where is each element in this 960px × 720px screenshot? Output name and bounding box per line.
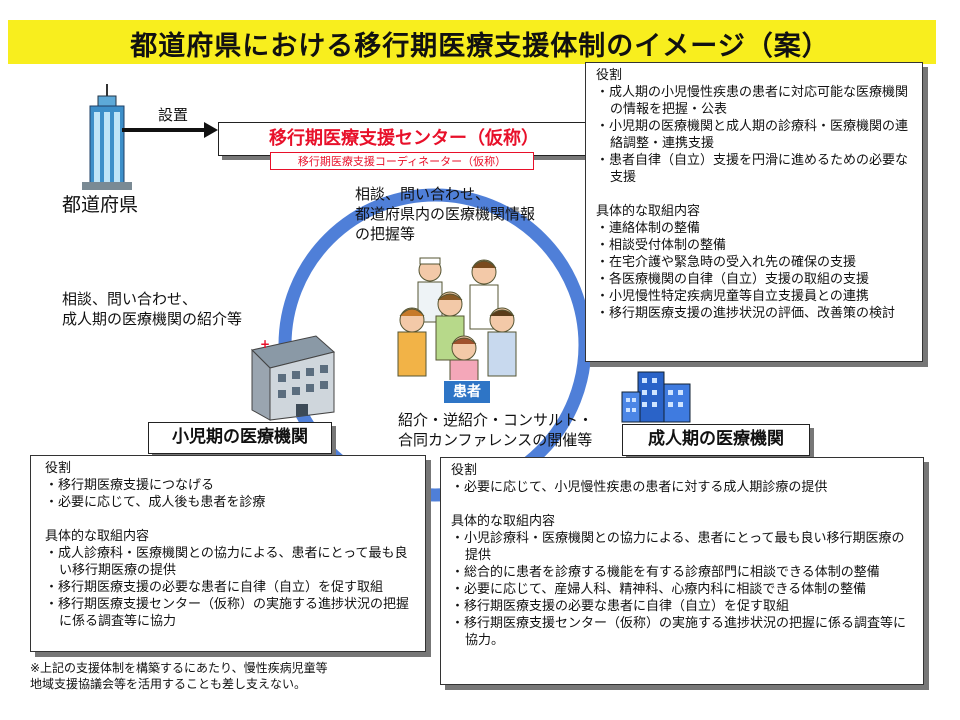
pediatric-action-item: ・成人診療科・医療機関との協力による、患者にとって最も良い移行期医療の提供 — [45, 546, 408, 578]
setup-arrow-icon — [122, 122, 218, 138]
center-action-item: ・相談受付体制の整備 — [596, 238, 727, 253]
pediatric-roles-box: 役割 ・移行期医療支援につなげる ・必要に応じて、成人後も患者を診療 具体的な取… — [30, 455, 426, 652]
flow-top-text: 相談、問い合わせ、 都道府県内の医療機関情報 の把握等 — [355, 184, 535, 244]
setup-label: 設置 — [158, 106, 189, 124]
center-role-heading: 役割 — [596, 68, 623, 83]
adult-action-item: ・必要に応じて、産婦人科、精神科、心療内科に相談できる体制の整備 — [451, 582, 867, 597]
center-action-item: ・小児慢性特定疾病児童等自立支援員との連携 — [596, 289, 869, 304]
footnote-line: 地域支援協議会等を活用することも差し支えない。 — [30, 677, 307, 691]
flow-top-line: の把握等 — [355, 225, 416, 243]
flow-top-line: 相談、問い合わせ、 — [355, 185, 491, 203]
adult-action-item: ・小児診療科・医療機関との協力による、患者にとって最も良い移行期医療の提供 — [451, 531, 905, 563]
footnote-line: ※上記の支援体制を構築するにあたり、慢性疾病児童等 — [30, 661, 328, 675]
flow-left-line: 成人期の医療機関の紹介等 — [62, 310, 243, 328]
pediatric-role-item: ・必要に応じて、成人後も患者を診療 — [45, 495, 266, 510]
hospital-complex-icon — [621, 371, 691, 423]
pediatric-action-item: ・移行期医療支援センター（仮称）の実施する進捗状況の把握に係る調査等に協力 — [45, 597, 410, 629]
pediatric-role-item: ・移行期医療支援につなげる — [45, 478, 215, 493]
center-action-item: ・移行期医療支援の進捗状況の評価、改善策の検討 — [596, 306, 896, 321]
support-center-box: 移行期医療支援センター（仮称） — [218, 122, 590, 156]
pediatric-role-heading: 役割 — [45, 461, 72, 476]
adult-label: 成人期の医療機関 — [648, 429, 784, 449]
pediatric-label: 小児期の医療機関 — [172, 427, 308, 447]
center-roles-box: 役割 ・成人期の小児慢性疾患の患者に対応可能な医療機関の情報を把握・公表 ・小児… — [585, 62, 923, 362]
adult-action-item: ・総合的に患者を診療する機能を有する診療部門に相談できる体制の整備 — [451, 565, 880, 580]
footnote: ※上記の支援体制を構築するにあたり、慢性疾病児童等 地域支援協議会等を活用するこ… — [30, 660, 328, 692]
adult-label-box: 成人期の医療機関 — [622, 424, 810, 456]
pediatric-label-box: 小児期の医療機関 — [148, 422, 332, 454]
patient-label: 患者 — [443, 380, 491, 404]
title-bar — [8, 20, 936, 64]
coordinator-label: 移行期医療支援コーディネーター（仮称） — [270, 152, 534, 170]
flow-top-line: 都道府県内の医療機関情報 — [355, 205, 536, 223]
svg-text:+: + — [260, 337, 270, 351]
adult-actions-heading: 具体的な取組内容 — [451, 514, 556, 529]
center-action-item: ・連絡体制の整備 — [596, 221, 701, 236]
flow-left-text: 相談、問い合わせ、 成人期の医療機関の紹介等 — [62, 289, 242, 329]
pediatric-action-item: ・移行期医療支援の必要な患者に自律（自立）を促す取組 — [45, 580, 384, 595]
page-title: 都道府県における移行期医療支援体制のイメージ（案） — [130, 31, 830, 62]
office-tower-icon — [82, 84, 132, 190]
center-actions-heading: 具体的な取組内容 — [596, 204, 701, 219]
center-role-item: ・成人期の小児慢性疾患の患者に対応可能な医療機関の情報を把握・公表 — [596, 85, 909, 117]
hospital-building-icon: + — [250, 335, 336, 421]
adult-action-item: ・移行期医療支援センター（仮称）の実施する進捗状況の把握に係る調査等に協力。 — [451, 616, 907, 648]
flow-bottom-line: 紹介・逆紹介・コンサルト・ — [398, 411, 594, 429]
support-center-title: 移行期医療支援センター（仮称） — [269, 128, 539, 149]
center-action-item: ・在宅介護や緊急時の受入れ先の確保の支援 — [596, 255, 857, 270]
pediatric-actions-heading: 具体的な取組内容 — [45, 529, 150, 544]
prefecture-label: 都道府県 — [62, 194, 139, 216]
patients-group-icon — [397, 257, 517, 388]
center-role-item: ・小児期の医療機関と成人期の診療科・医療機関の連絡調整・連携支援 — [596, 119, 909, 151]
adult-action-item: ・移行期医療支援の必要な患者に自律（自立）を促す取組 — [451, 599, 790, 614]
adult-role-item: ・必要に応じて、小児慢性疾患の患者に対する成人期診療の提供 — [451, 480, 828, 495]
center-action-item: ・各医療機関の自律（自立）支援の取組の支援 — [596, 272, 870, 287]
adult-roles-box: 役割 ・必要に応じて、小児慢性疾患の患者に対する成人期診療の提供 具体的な取組内… — [440, 457, 924, 685]
center-role-item: ・患者自律（自立）支援を円滑に進めるための必要な支援 — [596, 153, 909, 185]
flow-bottom-text: 紹介・逆紹介・コンサルト・ 合同カンファレンスの開催等 — [398, 410, 593, 450]
adult-role-heading: 役割 — [451, 463, 478, 478]
flow-bottom-line: 合同カンファレンスの開催等 — [398, 431, 593, 449]
flow-left-line: 相談、問い合わせ、 — [62, 290, 198, 308]
